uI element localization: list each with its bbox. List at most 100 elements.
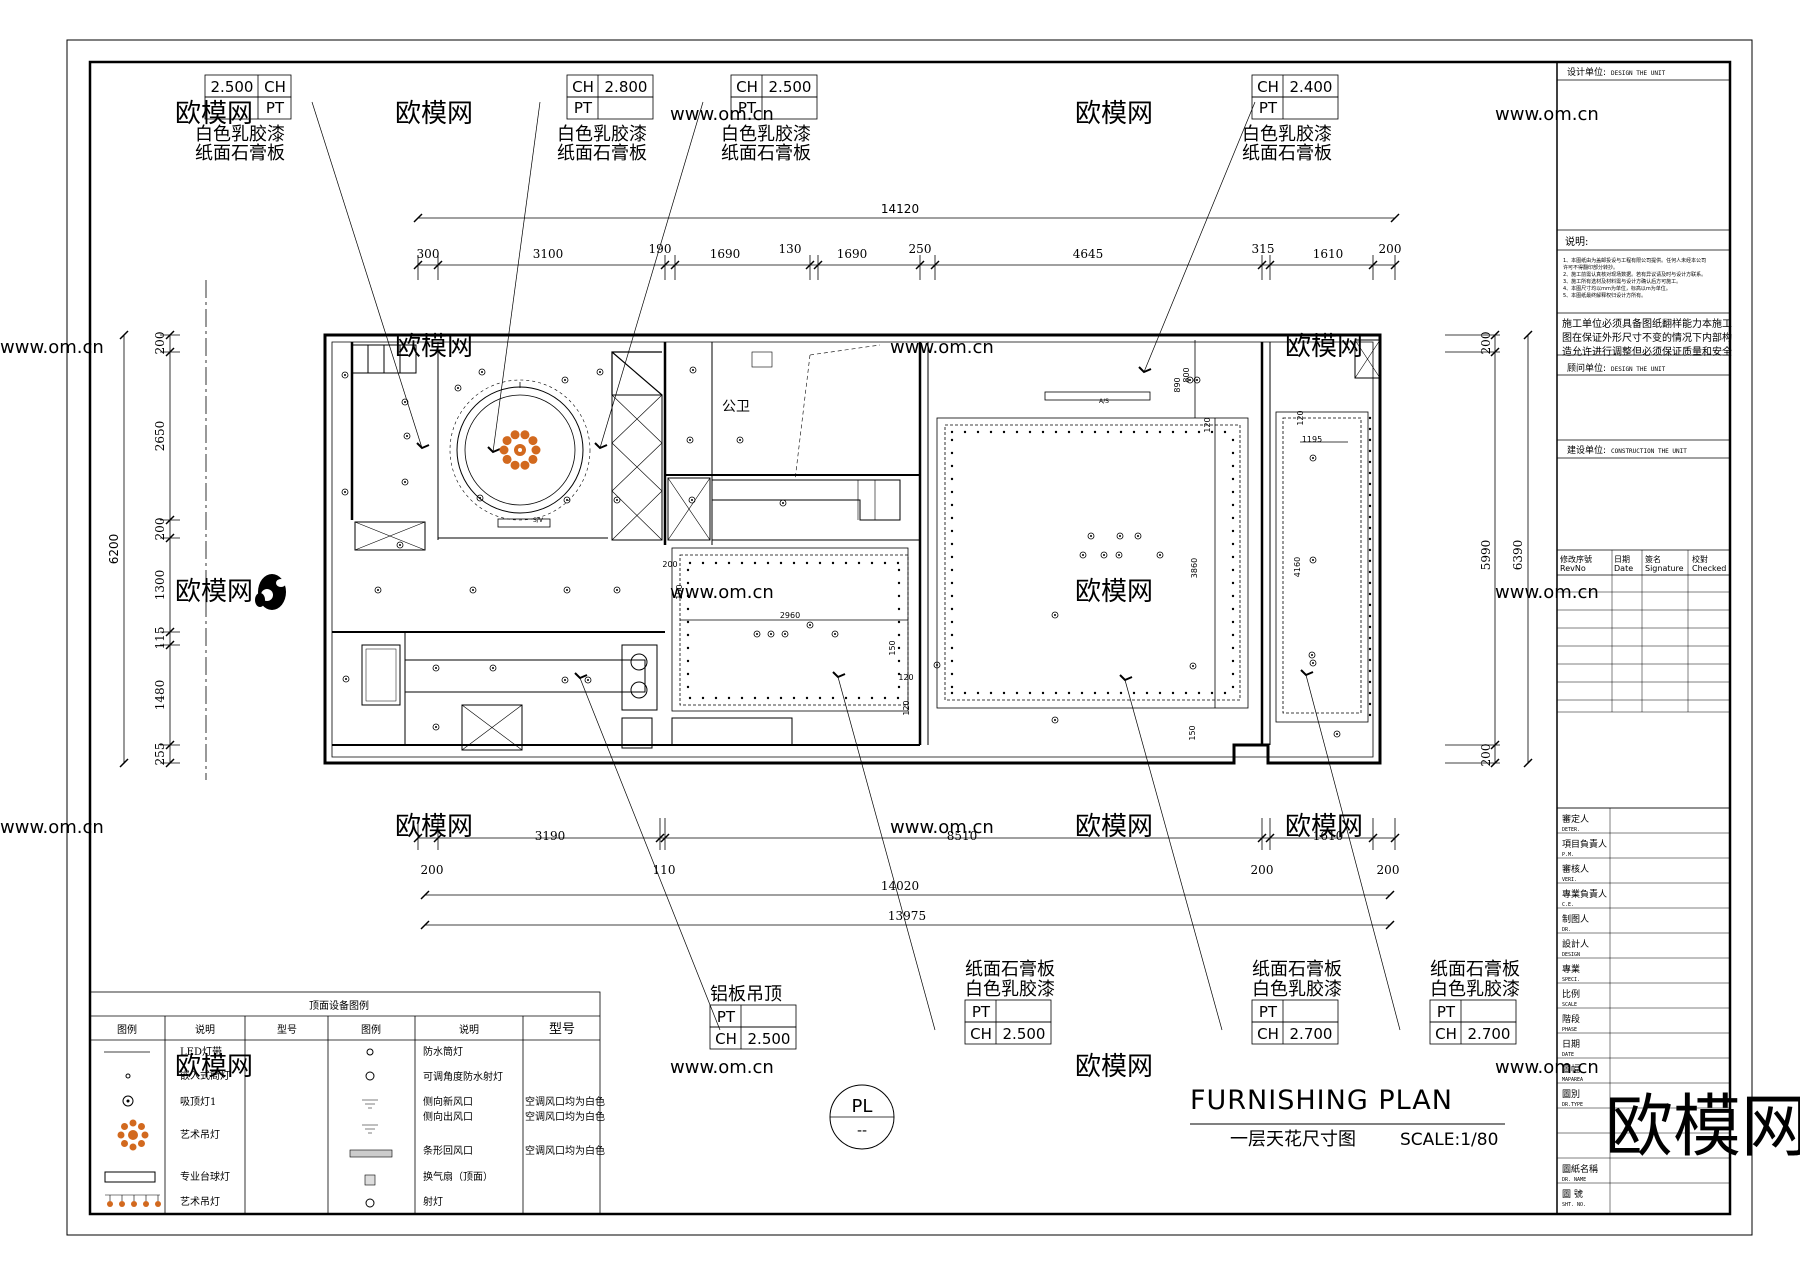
led-strip-dot xyxy=(1106,691,1110,695)
led-strip-dot xyxy=(1368,570,1372,574)
dim-inner-9: 150 xyxy=(888,640,897,655)
downlight-center xyxy=(435,667,437,669)
led-strip-dot xyxy=(897,568,901,572)
downlight-icon xyxy=(753,630,761,638)
downlight-center xyxy=(1189,379,1191,381)
led-strip-dot xyxy=(1093,430,1097,434)
leader-line-5 xyxy=(837,676,936,1031)
tag-cell-b: CH xyxy=(264,78,286,96)
linear-return-vent-icon xyxy=(349,1149,393,1158)
dim-left-4: 115 xyxy=(153,627,167,650)
led-strip-dot xyxy=(1231,646,1235,650)
led-strip-dot xyxy=(701,696,705,700)
led-strip-dot xyxy=(1041,430,1045,434)
led-strip-dot xyxy=(779,561,783,565)
art-pendant-icon xyxy=(107,1201,113,1207)
led-strip-dot xyxy=(753,696,757,700)
downlight-center xyxy=(345,678,347,680)
downlight-icon xyxy=(1134,532,1142,540)
dim-tick xyxy=(413,213,423,223)
field-label-7: 比例 xyxy=(1562,988,1580,1000)
led-strip-dot xyxy=(686,646,690,650)
legend-header-5: 型号 xyxy=(549,1022,575,1037)
tag-cell-b: 2.500 xyxy=(769,78,812,96)
downlight-center xyxy=(691,499,693,501)
led-strip-dot xyxy=(1368,438,1372,442)
dim-bottom2-0: 200 xyxy=(421,863,444,877)
tag-cell-a: CH xyxy=(736,78,758,96)
watermark-cn-4: 欧模网 xyxy=(395,332,473,362)
downlight-icon xyxy=(1051,611,1059,619)
field-label-en-8: PHASE xyxy=(1562,1027,1577,1033)
led-strip-dot xyxy=(950,659,954,663)
led-strip-dot xyxy=(766,561,770,565)
chandelier-bulb xyxy=(531,445,541,455)
legend-title: 顶面设备图例 xyxy=(309,999,369,1012)
tag-material-1: 纸面石膏板 xyxy=(965,958,1055,980)
art-pendant-icon xyxy=(131,1201,137,1207)
led-strip-dot xyxy=(714,696,718,700)
led-strip-dot xyxy=(1368,493,1372,497)
watermark-cn-7: 欧模网 xyxy=(1075,812,1153,842)
led-strip-dot xyxy=(792,696,796,700)
brand-logo: 欧模网 xyxy=(1605,1088,1800,1167)
watermark-url-2: www.om.cn xyxy=(0,337,104,358)
watermark-layer: 欧模网欧模网欧模网欧模网欧模网欧模网欧模网欧模网欧模网欧模网欧模网欧模网www.… xyxy=(0,99,1599,1082)
downlight-icon xyxy=(469,586,477,594)
tag-material-1: 铝板吊顶 xyxy=(710,984,782,1005)
watermark-url-9: www.om.cn xyxy=(1495,1057,1599,1078)
tag-material-2: 纸面石膏板 xyxy=(721,142,811,164)
downlight-icon xyxy=(584,676,592,684)
field-label-12: 圖紙名稱 xyxy=(1562,1163,1598,1175)
led-strip-dot xyxy=(818,561,822,565)
art-chandelier-bulb xyxy=(117,1131,125,1139)
led-strip-dot xyxy=(1368,680,1372,684)
led-strip-dot xyxy=(686,568,690,572)
leader-arrow-icon xyxy=(1300,669,1314,677)
led-strip-dot xyxy=(950,542,954,546)
dim-left-5: 1480 xyxy=(153,680,167,711)
led-strip-dot xyxy=(1368,504,1372,508)
led-strip-dot xyxy=(1231,477,1235,481)
tag-ch: CH xyxy=(715,1030,737,1048)
downlight-icon xyxy=(374,586,382,594)
leader-arrow-icon xyxy=(487,446,501,454)
led-strip-dot xyxy=(1210,430,1214,434)
downlight-icon xyxy=(563,586,571,594)
downlight-center xyxy=(1118,554,1120,556)
downlight-center xyxy=(689,439,691,441)
note-line-0: 1、本图纸由为盖邮投设与工程有限公司提供。任何人未经本公司 xyxy=(1563,257,1706,264)
downlight-center xyxy=(566,499,568,501)
tag-material-1: 白色乳胶漆 xyxy=(557,124,647,145)
tag-ch: CH xyxy=(1435,1025,1457,1043)
downlight-icon xyxy=(1309,659,1317,667)
design-unit-value: DESIGN THE UNIT xyxy=(1611,70,1666,77)
downlight-center xyxy=(1192,665,1194,667)
led-strip-dot xyxy=(1132,430,1136,434)
downlight-center xyxy=(1054,719,1056,721)
led-strip-dot xyxy=(950,691,954,695)
downlight-icon xyxy=(613,496,621,504)
legend-right-label-1: 可调角度防水射灯 xyxy=(423,1070,503,1083)
led-strip-dot xyxy=(976,691,980,695)
led-strip-dot xyxy=(950,430,954,434)
led-strip-dot xyxy=(1368,548,1372,552)
led-strip-dot xyxy=(1171,691,1175,695)
field-label-en-3: C.E. xyxy=(1562,902,1574,908)
led-strip-dot xyxy=(727,561,731,565)
led-strip-dot xyxy=(1210,691,1214,695)
led-strip-dot xyxy=(1368,515,1372,519)
downlight-icon xyxy=(489,664,497,672)
led-strip-dot xyxy=(950,477,954,481)
led-strip-dot xyxy=(1145,691,1149,695)
downlight-center xyxy=(587,679,589,681)
downlight-center xyxy=(616,589,618,591)
legend-left-label-5: 专业台球灯 xyxy=(180,1170,230,1183)
downlight-icon xyxy=(403,432,411,440)
dim-inner-2: 120 xyxy=(1296,410,1305,425)
led-strip-dot xyxy=(686,633,690,637)
